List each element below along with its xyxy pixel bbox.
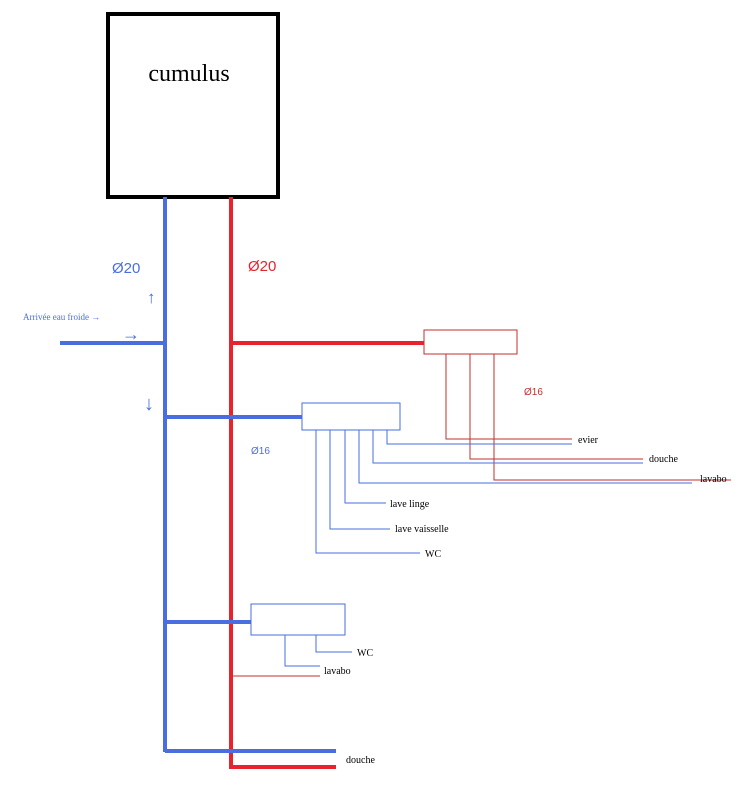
arrow-right-icon: → xyxy=(122,324,140,344)
hot-outlet-douche-line xyxy=(469,354,643,460)
hot-outlet-lavabo-line xyxy=(493,354,731,481)
cold-outlet-lave-vaisselle-line xyxy=(329,430,390,530)
hot-outlet-douche-label: douche xyxy=(649,454,678,465)
cold-manifold-upper xyxy=(301,402,401,431)
cold-feed-douche-line xyxy=(372,430,643,464)
lower-outlet-wc-label: WC xyxy=(357,648,373,659)
cumulus-label: cumulus xyxy=(148,61,229,87)
lower-outlet-lavabo-label: lavabo xyxy=(324,666,351,677)
hot-main-diameter-label: Ø20 xyxy=(248,258,276,275)
hot-manifold-upper xyxy=(423,329,518,355)
arrow-down-icon: ↓ xyxy=(144,393,154,415)
hot-outlet-evier-line xyxy=(445,354,572,440)
cold-outlet-lave-linge-line xyxy=(344,430,386,504)
cumulus-tank xyxy=(106,12,280,199)
lower-outlet-lavabo-line xyxy=(284,635,320,667)
hot-manifold-diameter-label: Ø16 xyxy=(524,387,543,398)
arrow-up-icon: ↑ xyxy=(147,288,156,307)
inlet-label: Arrivée eau froide → xyxy=(23,312,100,322)
cold-manifold-diameter-label: Ø16 xyxy=(251,446,270,457)
cold-feed-evier-line xyxy=(386,430,572,445)
cold-outlet-lave-vaisselle-label: lave vaisselle xyxy=(395,524,449,535)
bottom-outlet-douche-label: douche xyxy=(346,755,375,766)
cold-main-diameter-label: Ø20 xyxy=(112,260,140,277)
cold-outlet-wc-line xyxy=(315,430,420,554)
hot-outlet-evier-label: evier xyxy=(578,435,599,446)
cold-outlet-wc-label: WC xyxy=(425,549,441,560)
lower-outlet-wc-line xyxy=(315,635,352,653)
cold-feed-lavabo-line xyxy=(358,430,692,484)
hot-outlet-lavabo-label: lavabo xyxy=(700,474,727,485)
cold-manifold-lower xyxy=(250,603,346,636)
cold-outlet-lave-linge-label: lave linge xyxy=(390,499,430,510)
